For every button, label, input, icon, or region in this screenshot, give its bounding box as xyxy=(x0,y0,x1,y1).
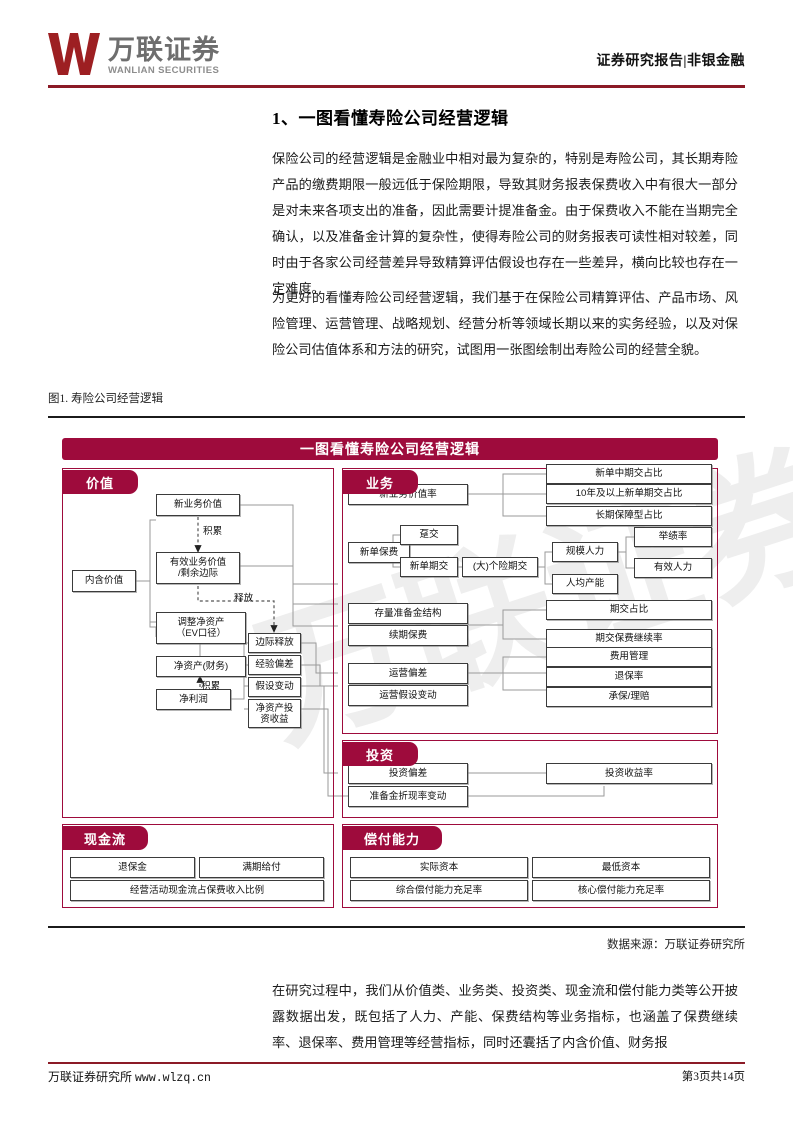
panel-business xyxy=(342,468,718,734)
figure-top-rule xyxy=(48,416,745,418)
node-operating-assumption-change: 运营假设变动 xyxy=(348,685,468,706)
node-embedded-value: 内含价值 xyxy=(72,570,136,592)
figure-source: 数据来源：万联证券研究所 xyxy=(607,939,745,951)
node-active-workforce: 有效人力 xyxy=(634,558,712,578)
node-adjusted-net-worth-line2: （EV口径） xyxy=(175,627,226,638)
node-adjusted-net-worth-line1: 调整净资产 xyxy=(177,616,225,628)
node-scale-workforce: 规模人力 xyxy=(552,542,618,562)
report-category-label: 证券研究报告|非银金融 xyxy=(596,54,745,69)
header-divider xyxy=(48,85,745,88)
node-net-assets-financial: 净资产(财务) xyxy=(156,656,246,677)
diagram-title: 一图看懂寿险公司经营逻辑 xyxy=(62,438,718,460)
node-underwriting-claims: 承保/理赔 xyxy=(546,687,712,707)
insurance-logic-diagram: 万联证券 一图看懂寿险公司经营逻辑 xyxy=(48,424,793,922)
panel-value xyxy=(62,468,334,818)
node-operating-variance: 运营偏差 xyxy=(348,663,468,684)
node-actual-capital: 实际资本 xyxy=(350,857,528,878)
node-maturity-payment: 满期给付 xyxy=(199,857,324,878)
node-surrender-payment: 退保金 xyxy=(70,857,195,878)
panel-tag-solvency: 偿付能力 xyxy=(342,826,442,850)
node-net-asset-investment-return: 净资产投 资收益 xyxy=(248,699,301,728)
node-renewal-premium: 续期保费 xyxy=(348,625,468,646)
paragraph-3: 在研究过程中，我们从价值类、业务类、投资类、现金流和偿付能力类等公开披露数据出发… xyxy=(272,983,738,1050)
node-net-asset-inv-line2: 资收益 xyxy=(260,712,289,724)
node-expense-management: 费用管理 xyxy=(546,647,712,667)
panel-tag-investment: 投资 xyxy=(342,742,418,766)
footer-page-number: 第3页共14页 xyxy=(681,1071,745,1083)
paragraph-2: 为更好的看懂寿险公司经营逻辑，我们基于在保险公司精算评估、产品市场、风险管理、运… xyxy=(272,290,738,357)
node-adjusted-net-worth: 调整净资产 （EV口径） xyxy=(156,612,246,644)
node-long-term-protection-share: 长期保障型占比 xyxy=(546,506,712,526)
node-new-mid-term-share: 新单中期交占比 xyxy=(546,464,712,484)
page-title: 1、一图看懂寿险公司经营逻辑 xyxy=(272,109,509,128)
node-net-asset-inv-line1: 净资产投 xyxy=(255,701,294,713)
node-new-business-value: 新业务价值 xyxy=(156,494,240,516)
node-new-10y-plus-share: 10年及以上新单期交占比 xyxy=(546,484,712,504)
edge-label-accumulate-1: 积累 xyxy=(203,526,223,537)
paragraph-1: 保险公司的经营逻辑是金融业中相对最为复杂的，特别是寿险公司，其长期寿险产品的缴费… xyxy=(272,151,738,296)
footer-divider xyxy=(48,1062,745,1064)
figure-bottom-rule xyxy=(48,926,745,928)
node-operating-cashflow-ratio: 经营活动现金流占保费收入比例 xyxy=(70,880,324,901)
logo-english-name: WANLIAN SECURITIES xyxy=(108,64,220,76)
node-value-inforce: 有效业务价值 /剩余边际 xyxy=(156,552,240,584)
node-investment-return-rate: 投资收益率 xyxy=(546,763,712,784)
w-mark-icon xyxy=(48,33,100,75)
node-value-inforce-line1: 有效业务价值 xyxy=(169,556,227,568)
edge-label-release: 释放 xyxy=(234,593,254,604)
node-value-inforce-line2: /剩余边际 xyxy=(177,567,219,578)
footer-institution-name: 万联证券研究所 xyxy=(48,1070,133,1084)
node-reserve-structure: 存量准备金结构 xyxy=(348,603,468,624)
node-single-premium: 趸交 xyxy=(400,525,458,545)
node-surrender-rate: 退保率 xyxy=(546,667,712,687)
logo-chinese-name: 万联证券 xyxy=(108,34,220,65)
footer-institution: 万联证券研究所 www.wlzq.cn xyxy=(48,1068,211,1085)
dashed-flow-arrows xyxy=(194,517,278,687)
panel-tag-cashflow: 现金流 xyxy=(62,826,148,850)
node-discount-rate-change: 准备金折现率变动 xyxy=(348,786,468,807)
node-comprehensive-solvency-ratio: 综合偿付能力充足率 xyxy=(350,880,528,901)
node-margin-release: 边际释放 xyxy=(248,633,301,653)
node-assumption-change: 假设变动 xyxy=(248,677,301,697)
node-premium-persistency-rate: 期交保费继续率 xyxy=(546,629,712,649)
node-regular-premium-share: 期交占比 xyxy=(546,600,712,620)
edge-label-accumulate-2: 积累 xyxy=(201,681,221,692)
panel-tag-value: 价值 xyxy=(62,470,138,494)
node-new-regular-premium: 新单期交 xyxy=(400,557,458,577)
node-minimum-capital: 最低资本 xyxy=(532,857,710,878)
node-net-profit: 净利润 xyxy=(156,689,231,710)
node-first-year-premium: 新单保费 xyxy=(348,542,410,563)
node-per-capita-productivity: 人均产能 xyxy=(552,574,618,594)
node-investment-variance: 投资偏差 xyxy=(348,763,468,784)
node-experience-variance: 经验偏差 xyxy=(248,655,301,675)
node-agency-regular-premium: (大)个险期交 xyxy=(462,557,538,577)
brand-logo: 万联证券 WANLIAN SECURITIES xyxy=(48,33,220,75)
footer-url: www.wlzq.cn xyxy=(135,1072,211,1085)
panel-solvency xyxy=(342,824,718,908)
node-activity-rate: 举绩率 xyxy=(634,527,712,547)
panel-tag-business: 业务 xyxy=(342,470,418,494)
figure-caption: 图1. 寿险公司经营逻辑 xyxy=(48,393,163,405)
page-header: 万联证券 WANLIAN SECURITIES 证券研究报告|非银金融 xyxy=(0,0,793,88)
panel-cashflow xyxy=(62,824,334,908)
node-core-solvency-ratio: 核心偿付能力充足率 xyxy=(532,880,710,901)
panel-investment xyxy=(342,740,718,818)
